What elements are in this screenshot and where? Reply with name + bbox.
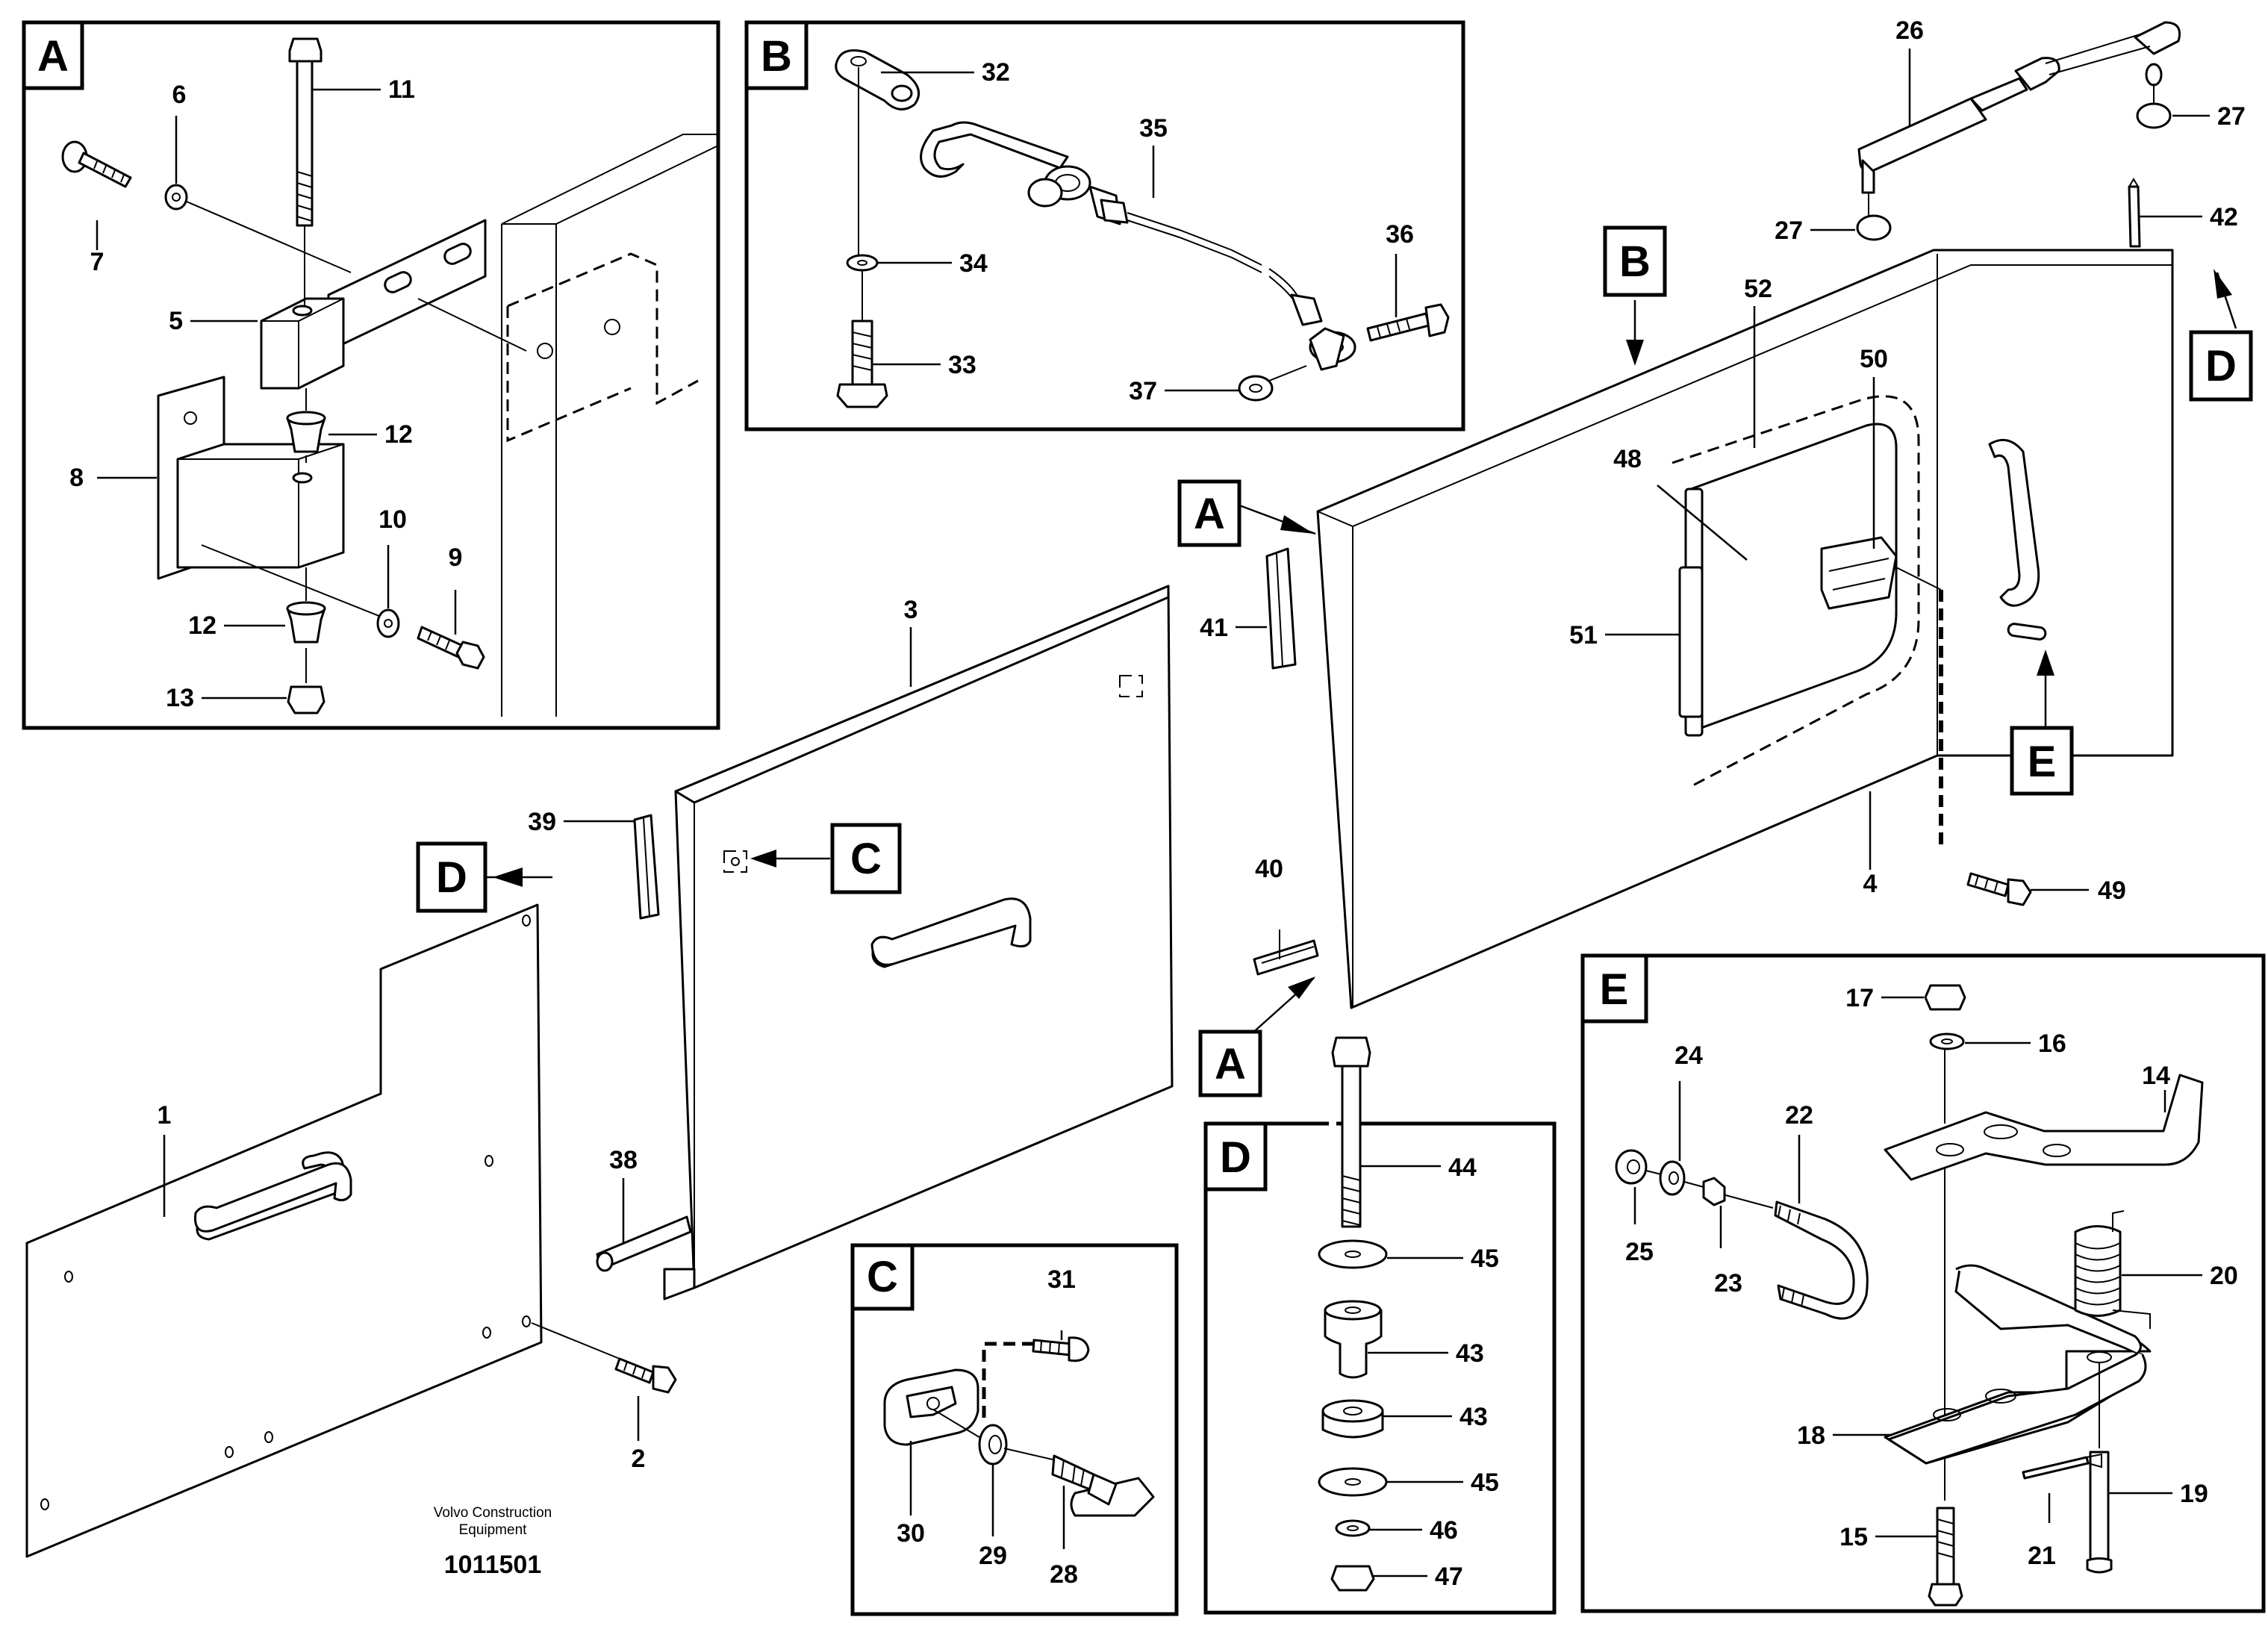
part-label-9: 9 — [449, 543, 463, 572]
part-label-43: 43 — [1456, 1339, 1484, 1368]
part-label-8: 8 — [69, 464, 84, 492]
part-label-35: 35 — [1139, 114, 1168, 143]
part-label-32: 32 — [982, 58, 1010, 87]
part-label-44: 44 — [1448, 1153, 1477, 1182]
detail-b-panel: B — [744, 20, 1465, 432]
callout-c: C — [850, 835, 882, 883]
part-label-48: 48 — [1613, 445, 1642, 473]
part-label-20: 20 — [2210, 1262, 2238, 1290]
detail-b-label: B — [761, 32, 792, 81]
part-label-6: 6 — [172, 81, 187, 109]
part-label-5: 5 — [169, 307, 183, 335]
part-label-2: 2 — [632, 1445, 646, 1473]
part-label-18: 18 — [1797, 1421, 1825, 1450]
part-label-25: 25 — [1625, 1238, 1654, 1266]
part-label-34: 34 — [959, 249, 988, 278]
detail-a-panel: A — [22, 20, 720, 730]
part-label-23: 23 — [1714, 1269, 1742, 1298]
part-label-22: 22 — [1785, 1101, 1813, 1130]
part-label-21: 21 — [2028, 1542, 2056, 1570]
part-label-7: 7 — [90, 248, 105, 276]
part-label-39: 39 — [528, 808, 556, 836]
caption-line-1: Volvo Construction — [434, 1505, 552, 1521]
diagram-caption: Volvo Construction Equipment 1011501 — [434, 1505, 552, 1579]
part-label-38: 38 — [609, 1146, 638, 1174]
callout-d-right: D — [2205, 342, 2237, 390]
part-label-27b: 27 — [1775, 217, 1803, 245]
detail-d-label: D — [1220, 1133, 1251, 1182]
callout-a-lower: A — [1215, 1040, 1246, 1088]
part-label-17: 17 — [1845, 984, 1874, 1012]
part-label-52: 52 — [1744, 275, 1772, 303]
drawing-number: 1011501 — [444, 1551, 542, 1579]
callout-b: B — [1619, 237, 1651, 286]
part-label-12b: 12 — [188, 611, 216, 640]
detail-c-panel: C 31 30 29 28 — [850, 1243, 1179, 1616]
part-label-27: 27 — [2217, 102, 2246, 131]
callout-d-left: D — [436, 853, 467, 902]
part-label-33: 33 — [948, 351, 976, 379]
part-label-30: 30 — [897, 1519, 925, 1548]
part-label-40: 40 — [1255, 855, 1283, 883]
part-label-10: 10 — [378, 505, 407, 534]
detail-e-panel: E — [1580, 953, 2266, 1613]
part-label-11: 11 — [388, 75, 415, 104]
part-label-26: 26 — [1895, 16, 1924, 45]
part-label-41: 41 — [1200, 614, 1228, 642]
cover-plate-1: 1 2 D — [25, 841, 677, 1558]
part-label-51: 51 — [1569, 621, 1598, 650]
part-label-14: 14 — [2142, 1062, 2170, 1090]
part-label-31: 31 — [1047, 1265, 1076, 1294]
detail-e-label: E — [1600, 965, 1629, 1014]
part-label-45b: 45 — [1471, 1468, 1499, 1497]
part-label-24: 24 — [1674, 1041, 1703, 1070]
part-label-50: 50 — [1860, 345, 1888, 373]
detail-c-label: C — [867, 1253, 898, 1301]
main-door-assembly: 52 50 48 51 4 49 41 40 A A B D E — [1177, 225, 2253, 1097]
part-label-16: 16 — [2038, 1030, 2066, 1058]
callout-e: E — [2028, 738, 2057, 786]
part-label-37: 37 — [1129, 377, 1157, 405]
part-label-43b: 43 — [1459, 1403, 1488, 1431]
part-label-42: 42 — [2210, 203, 2238, 231]
part-label-29: 29 — [979, 1542, 1007, 1570]
part-label-36: 36 — [1386, 220, 1414, 249]
door-panel-3: 3 39 38 C — [528, 585, 1174, 1301]
caption-line-2: Equipment — [459, 1522, 528, 1538]
part-label-4: 4 — [1863, 870, 1878, 898]
part-label-19: 19 — [2180, 1480, 2208, 1508]
part-label-1: 1 — [158, 1101, 172, 1130]
detail-a-label: A — [37, 32, 69, 81]
gas-strut-group: 26 27 27 42 — [1775, 16, 2246, 248]
part-label-46: 46 — [1430, 1516, 1458, 1545]
part-label-28: 28 — [1050, 1560, 1078, 1589]
part-label-47: 47 — [1435, 1563, 1463, 1591]
part-label-13: 13 — [166, 684, 194, 712]
part-label-15: 15 — [1839, 1523, 1868, 1551]
part-label-45: 45 — [1471, 1245, 1499, 1273]
callout-a-upper: A — [1194, 490, 1225, 538]
part-label-12: 12 — [384, 420, 413, 449]
part-label-49: 49 — [2098, 876, 2126, 905]
detail-d-panel: D 44 45 43 43 45 46 — [1203, 1036, 1557, 1615]
part-label-3: 3 — [904, 596, 918, 624]
